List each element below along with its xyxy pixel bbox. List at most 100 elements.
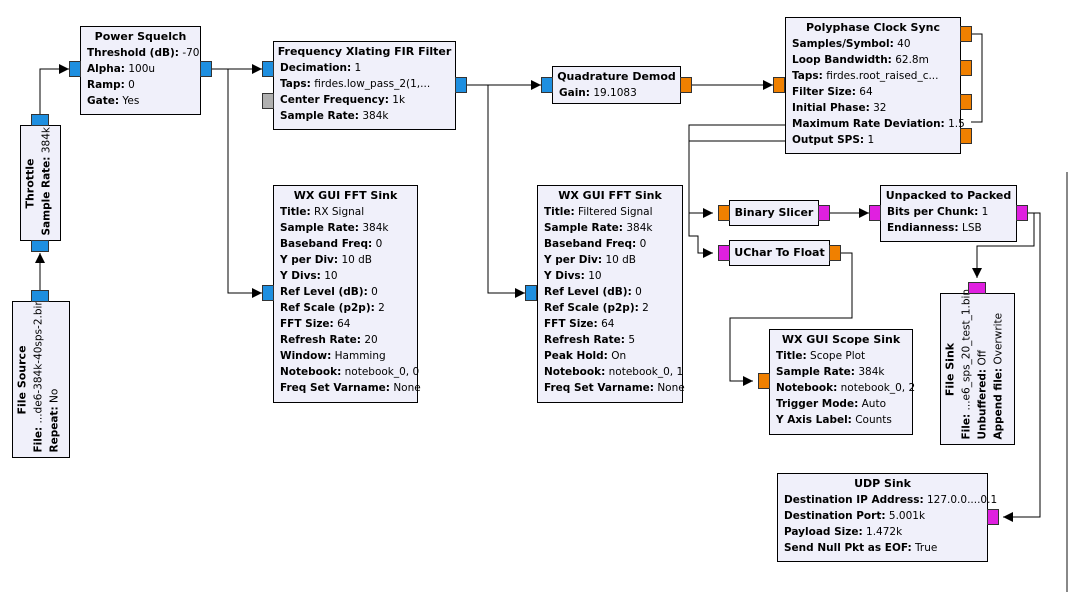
param-row: Title: Filtered Signal <box>544 206 653 218</box>
file-source-out-port[interactable] <box>31 290 49 302</box>
param-row: Y per Div: 10 dB <box>544 254 637 266</box>
param-row: Center Frequency: 1k <box>280 94 406 106</box>
poly-in-port[interactable] <box>773 77 785 93</box>
unpacked-out-port[interactable] <box>1016 205 1028 221</box>
power-squelch-block[interactable]: Power Squelch Threshold (dB): -70 Alpha:… <box>80 26 201 115</box>
param-row: FFT Size: 64 <box>280 318 351 330</box>
file-sink-in-port[interactable] <box>968 282 986 294</box>
param-row: Taps: firdes.root_raised_c... <box>792 70 939 82</box>
poly-out-port-0[interactable] <box>960 26 972 42</box>
block-title: WX GUI FFT Sink <box>558 189 662 202</box>
scope-in-port[interactable] <box>758 373 770 389</box>
param-row: Title: RX Signal <box>280 206 365 218</box>
param-row: Notebook: notebook_0, 1 <box>544 366 684 378</box>
fft-sink-filtered-block[interactable]: WX GUI FFT Sink Title: Filtered Signal S… <box>537 185 685 403</box>
param-row: Payload Size: 1.472k <box>784 526 903 538</box>
param-row: Ref Scale (p2p): 2 <box>544 302 649 314</box>
param-row: Decimation: 1 <box>280 62 362 74</box>
file-source-block[interactable]: File Source File: ...de6-384k-40sps-2.bi… <box>12 298 70 458</box>
param-row: Y Axis Label: Counts <box>776 414 892 426</box>
wire-squelch-fftrx <box>227 69 262 298</box>
xlating-out-port[interactable] <box>455 77 467 93</box>
throttle-out-port[interactable] <box>31 114 49 126</box>
poly-out-port-2[interactable] <box>960 94 972 110</box>
param-row: Baseband Freq: 0 <box>280 238 383 250</box>
squelch-out-port[interactable] <box>200 61 212 77</box>
throttle-block[interactable]: Throttle Sample Rate: 384k <box>20 125 61 241</box>
fft-rx-in-port[interactable] <box>262 285 274 301</box>
slicer-in-port[interactable] <box>718 205 730 221</box>
quad-in-port[interactable] <box>541 77 553 93</box>
udp-in-port[interactable] <box>987 509 999 525</box>
param-row: FFT Size: 64 <box>544 318 615 330</box>
param-row: Output SPS: 1 <box>792 134 875 146</box>
slicer-out-port[interactable] <box>818 205 830 221</box>
uchar-out-port[interactable] <box>829 245 841 261</box>
wire-uchar-scope <box>729 252 853 386</box>
freq-xlating-fir-block[interactable]: Frequency Xlating FIR Filter Decimation:… <box>273 41 456 130</box>
squelch-in-port[interactable] <box>69 61 81 77</box>
block-title: Throttle <box>23 157 36 209</box>
param-row: Destination IP Address: 127.0.0....0.1 <box>784 494 998 506</box>
param-row: Filter Size: 64 <box>792 86 873 98</box>
wire-unpacked-udp <box>1003 212 1041 522</box>
wire-xlating-fftfilt <box>487 85 525 298</box>
polyphase-clock-sync-block[interactable]: Polyphase Clock Sync Samples/Symbol: 40 … <box>785 17 965 154</box>
block-title: Power Squelch <box>94 30 187 43</box>
block-title: Quadrature Demod <box>557 70 676 83</box>
unpacked-to-packed-block[interactable]: Unpacked to Packed Bits per Chunk: 1 End… <box>880 185 1017 242</box>
param-row: File: ...de6-384k-40sps-2.bin <box>32 298 44 452</box>
param-row: Y per Div: 10 dB <box>280 254 373 266</box>
poly-out-port-3[interactable] <box>960 128 972 144</box>
param-row: Notebook: notebook_0, 2 <box>776 382 916 394</box>
quad-out-port[interactable] <box>680 77 692 93</box>
param-row: Sample Rate: 384k <box>776 366 885 378</box>
quadrature-demod-block[interactable]: Quadrature Demod Gain: 19.1083 <box>552 66 681 104</box>
block-title: UChar To Float <box>734 246 825 259</box>
uchar-to-float-block[interactable]: UChar To Float <box>729 240 830 266</box>
param-row: Gain: 19.1083 <box>559 87 637 99</box>
param-row: Repeat: No <box>48 388 60 452</box>
udp-sink-block[interactable]: UDP Sink Destination IP Address: 127.0.0… <box>777 473 998 562</box>
param-row: Append file: Overwrite <box>992 312 1004 439</box>
param-row: File: ...e6_sps_20_test_1.bin <box>960 288 972 439</box>
param-row: Ramp: 0 <box>87 79 135 91</box>
param-row: Send Null Pkt as EOF: True <box>784 542 938 554</box>
param-row: Destination Port: 5.001k <box>784 510 926 522</box>
param-row: Refresh Rate: 5 <box>544 334 635 346</box>
param-row: Window: Hamming <box>280 350 386 362</box>
scope-sink-block[interactable]: WX GUI Scope Sink Title: Scope Plot Samp… <box>769 329 916 435</box>
param-row: Initial Phase: 32 <box>792 102 887 114</box>
uchar-in-port[interactable] <box>718 245 730 261</box>
block-title: File Source <box>15 344 28 415</box>
binary-slicer-block[interactable]: Binary Slicer <box>729 200 819 226</box>
file-sink-block[interactable]: File Sink File: ...e6_sps_20_test_1.bin … <box>940 288 1015 445</box>
param-row: Trigger Mode: Auto <box>776 398 887 410</box>
param-row: Ref Scale (p2p): 2 <box>280 302 385 314</box>
param-row: Samples/Symbol: 40 <box>792 38 911 50</box>
param-row: Loop Bandwidth: 62.8m <box>792 54 929 66</box>
param-row: Ref Level (dB): 0 <box>280 286 378 298</box>
param-row: Sample Rate: 384k <box>280 222 389 234</box>
unpacked-in-port[interactable] <box>869 205 881 221</box>
poly-out-port-1[interactable] <box>960 60 972 76</box>
param-row: Sample Rate: 384k <box>280 110 389 122</box>
param-row: Peak Hold: On <box>544 350 627 362</box>
fft-filt-in-port[interactable] <box>525 285 537 301</box>
param-row: Gate: Yes <box>87 95 140 107</box>
param-row: Title: Scope Plot <box>776 350 866 362</box>
param-row: Sample Rate: 384k <box>544 222 653 234</box>
param-row: Ref Level (dB): 0 <box>544 286 642 298</box>
fft-sink-rx-block[interactable]: WX GUI FFT Sink Title: RX Signal Sample … <box>273 185 421 403</box>
xlating-in-port[interactable] <box>262 61 274 77</box>
wire-throttle-squelch <box>39 64 69 115</box>
wire-poly-side <box>971 33 983 123</box>
param-row: Freq Set Varname: None <box>544 382 685 394</box>
xlating-freq-msg-port[interactable] <box>262 93 274 109</box>
vertical-scrollbar[interactable] <box>1066 172 1068 592</box>
param-row: Baseband Freq: 0 <box>544 238 647 250</box>
throttle-in-port[interactable] <box>31 240 49 252</box>
param-row: Endianness: LSB <box>887 222 982 234</box>
wire-poly-uchar <box>688 140 785 258</box>
